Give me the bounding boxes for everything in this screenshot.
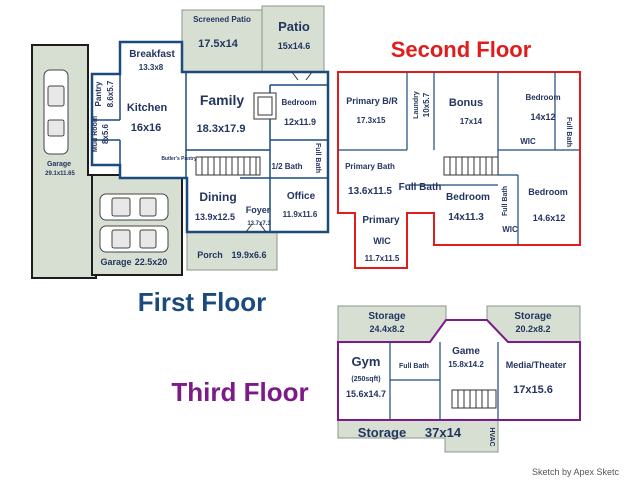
- first-floor-plan: Screened Patio 17.5x14 Patio 15x14.6 Bre…: [31, 5, 330, 317]
- garage-main-size: 22.5x20: [135, 257, 168, 267]
- family-name: Family: [200, 92, 245, 108]
- car-icon: [99, 193, 169, 221]
- first-floor-outline: [90, 40, 330, 234]
- bedroom-b-size: 14x11.3: [448, 212, 484, 223]
- third-floor-plan: Third Floor Storage 24.4x8.2 Storage 20.…: [171, 305, 581, 453]
- second-floor-title: Second Floor: [391, 37, 532, 62]
- car-icon: [99, 225, 169, 253]
- first-bedroom-name: Bedroom: [281, 98, 316, 107]
- screened-patio-area: [181, 9, 263, 73]
- laundry-name: Laundry: [413, 91, 420, 119]
- half-bath-name: 1/2 Bath: [271, 162, 302, 171]
- gym-size: 15.6x14.7: [346, 389, 386, 399]
- patio-name: Patio: [278, 19, 310, 34]
- patio-area: [261, 5, 325, 73]
- primary-bath-name: Primary Bath: [345, 162, 395, 171]
- office-name: Office: [287, 191, 316, 202]
- bonus-name: Bonus: [449, 97, 483, 109]
- hvac-name: HVAC: [488, 427, 495, 446]
- patio-size: 15x14.6: [278, 41, 311, 51]
- media-size: 17x15.6: [513, 384, 553, 396]
- car-icon: [43, 69, 69, 155]
- door-icon: [245, 71, 313, 233]
- bedroom-a-size: 14x12: [530, 112, 555, 122]
- primary-wic-sub: WIC: [373, 236, 391, 246]
- first-floor-title: First Floor: [138, 287, 267, 317]
- porch-size: 19.9x6.6: [231, 250, 266, 260]
- storage-left-size: 24.4x8.2: [369, 324, 404, 334]
- kitchen-name: Kitchen: [127, 102, 168, 114]
- bedroom-c-size: 14.6x12: [533, 213, 566, 223]
- mud-room-name: Mud Room: [92, 116, 99, 152]
- full-bath-b-name: Full Bath: [399, 182, 442, 193]
- pantry-size: 8.6x5.7: [106, 80, 115, 107]
- porch-name: Porch: [197, 250, 223, 260]
- butlers-pantry-name: Butler's Pantry: [161, 156, 197, 162]
- third-floor-outline: [337, 319, 581, 421]
- first-floor-stairs: [195, 156, 261, 176]
- dining-name: Dining: [199, 190, 236, 204]
- office-size: 11.9x11.6: [283, 210, 318, 219]
- garage-left-name: Garage: [47, 161, 71, 168]
- pantry-name: Pantry: [94, 81, 103, 106]
- wic-b-name: WIC: [502, 225, 518, 234]
- gym-name: Gym: [352, 354, 381, 369]
- storage-bottom-name: Storage: [358, 425, 406, 440]
- laundry-size: 10x5.7: [422, 92, 431, 117]
- storage-right-size: 20.2x8.2: [515, 324, 550, 334]
- breakfast-name: Breakfast: [129, 49, 175, 60]
- storage-right-name: Storage: [514, 311, 552, 322]
- garage-main-name: Garage: [100, 257, 131, 267]
- primary-wic-name: Primary: [362, 215, 400, 226]
- bedroom-b-name: Bedroom: [446, 192, 490, 203]
- garage-main-area: [91, 174, 183, 276]
- bonus-size: 17x14: [460, 117, 483, 126]
- second-floor-stairs: [443, 156, 499, 176]
- kitchen-size: 16x16: [131, 122, 162, 134]
- fireplace-icon: [253, 92, 277, 120]
- third-full-bath-name: Full Bath: [399, 363, 429, 370]
- primary-wic-size: 11.7x11.5: [365, 254, 400, 263]
- media-name: Media/Theater: [506, 360, 567, 370]
- foyer-name: Foyer: [246, 205, 271, 215]
- game-size: 15.8x14.2: [448, 360, 484, 369]
- foyer-size: 13.7x7.3: [247, 221, 271, 227]
- wic-a-name: WIC: [520, 137, 536, 146]
- primary-bath-size: 13.6x11.5: [348, 186, 392, 197]
- bedroom-c-name: Bedroom: [528, 187, 568, 197]
- porch-area: [186, 231, 278, 271]
- mud-room-size: 8x5.6: [101, 123, 110, 144]
- primary-br-name: Primary B/R: [346, 96, 398, 106]
- storage-left-name: Storage: [368, 311, 406, 322]
- screened-patio-size: 17.5x14: [198, 38, 239, 50]
- screened-patio-name: Screened Patio: [193, 15, 251, 24]
- full-bath-c-name: Full Bath: [502, 186, 509, 216]
- garage-left-size: 29.1x11.65: [45, 171, 75, 177]
- third-floor-stairs: [451, 389, 497, 409]
- sketch-credit: Sketch by Apex Sketc: [532, 467, 620, 477]
- second-floor-plan: Second Floor Primary B/R 17.3x15 Laundry…: [337, 37, 581, 269]
- game-name: Game: [452, 346, 480, 357]
- bedroom-a-name: Bedroom: [525, 93, 560, 102]
- dining-size: 13.9x12.5: [195, 212, 235, 222]
- family-size: 18.3x17.9: [197, 123, 246, 135]
- primary-br-size: 17.3x15: [357, 116, 386, 125]
- gym-note: (250sqft): [351, 376, 380, 383]
- full-bath-a-name: Full Bath: [565, 117, 572, 147]
- third-floor-title: Third Floor: [171, 377, 308, 407]
- third-floor-walls: [389, 342, 499, 420]
- first-full-bath-name: Full Bath: [314, 143, 321, 173]
- storage-bottom-size: 37x14: [425, 425, 462, 440]
- breakfast-size: 13.3x8: [139, 63, 164, 72]
- first-bedroom-size: 12x11.9: [284, 117, 316, 127]
